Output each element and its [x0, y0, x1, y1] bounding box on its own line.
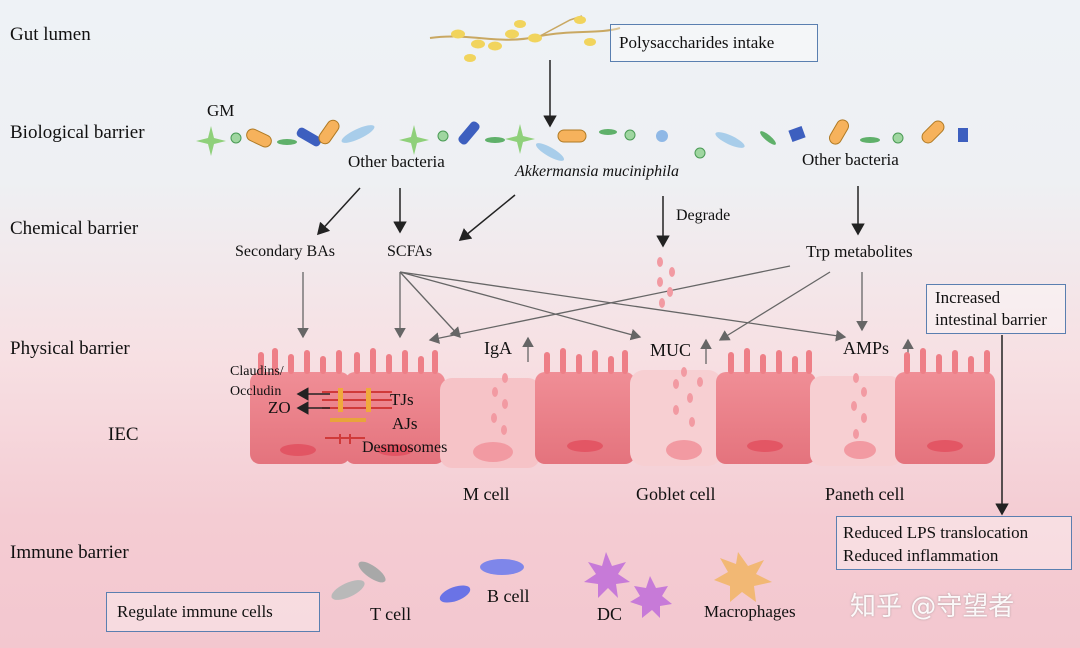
regulate-immune-box: Regulate immune cells — [106, 592, 320, 632]
label-gm: GM — [207, 101, 235, 120]
label-zo: ZO — [268, 398, 291, 417]
label-macrophages: Macrophages — [704, 602, 796, 621]
reduced-line2: Reduced inflammation — [843, 546, 999, 565]
label-chemical-barrier: Chemical barrier — [10, 218, 139, 239]
label-akkermansia: Akkermansia muciniphila — [515, 163, 679, 180]
label-b-cell: B cell — [487, 586, 530, 606]
label-paneth-cell: Paneth cell — [825, 484, 905, 504]
label-biological-barrier: Biological barrier — [10, 122, 145, 143]
bacteria-row — [196, 119, 968, 161]
polysaccharide-chain — [429, 15, 621, 62]
label-muc: MUC — [650, 340, 692, 360]
polysaccharides-intake-box: Polysaccharides intake — [610, 24, 818, 62]
label-tjs: TJs — [390, 390, 414, 409]
label-iec: IEC — [108, 424, 139, 445]
label-dc: DC — [597, 604, 623, 624]
label-scfas: SCFAs — [387, 243, 433, 260]
reduced-lps-box: Reduced LPS translocation Reduced inflam… — [836, 516, 1072, 570]
tight-junction-strands — [322, 391, 392, 409]
reduced-line1: Reduced LPS translocation — [843, 523, 1029, 542]
label-secondary-bas: Secondary BAs — [235, 243, 335, 260]
label-goblet-cell: Goblet cell — [636, 484, 716, 504]
black-arrows — [316, 60, 1009, 516]
mucin-fragments — [657, 257, 675, 308]
increased-line1: Increased — [935, 288, 1001, 307]
increased-barrier-box: Increased intestinal barrier — [926, 284, 1066, 334]
increased-line2: intestinal barrier — [935, 310, 1047, 329]
epithelial-layer — [250, 348, 995, 468]
label-iga: IgA — [484, 338, 512, 358]
label-gut-lumen: Gut lumen — [10, 24, 91, 45]
label-ajs: AJs — [392, 414, 418, 433]
immune-cells — [331, 552, 772, 618]
label-occludin: Occludin — [230, 384, 282, 399]
label-other-bacteria-left: Other bacteria — [348, 152, 445, 171]
label-t-cell: T cell — [370, 604, 412, 624]
label-amps: AMPs — [843, 338, 890, 358]
watermark: 知乎 @守望者 — [850, 592, 1015, 622]
label-degrade: Degrade — [676, 207, 731, 224]
label-trp-metabolites: Trp metabolites — [806, 242, 913, 261]
label-claudins: Claudins/ — [230, 364, 284, 379]
label-other-bacteria-right: Other bacteria — [802, 150, 899, 169]
label-desmosomes: Desmosomes — [362, 439, 448, 456]
label-physical-barrier: Physical barrier — [10, 338, 130, 359]
label-immune-barrier: Immune barrier — [10, 542, 129, 563]
label-m-cell: M cell — [463, 484, 510, 504]
